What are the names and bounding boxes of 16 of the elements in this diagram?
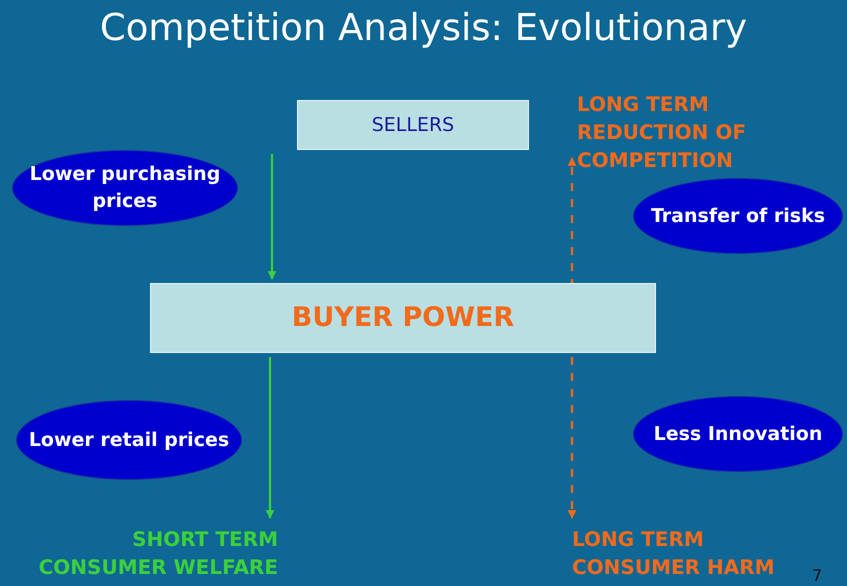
node-text: Transfer of risks <box>650 204 826 229</box>
label-box <box>297 100 529 150</box>
node-text: BUYER POWER <box>292 301 514 336</box>
arrow <box>268 154 276 280</box>
node-text: SELLERS <box>372 112 454 138</box>
node-text: Lower retail prices <box>28 428 230 453</box>
arrow <box>266 357 274 519</box>
page-number: 7 <box>812 566 822 585</box>
outcome-text: SHORT TERM CONSUMER WELFARE <box>38 526 278 581</box>
slide-title: Competition Analysis: Evolutionary <box>98 6 748 49</box>
label-box <box>150 283 656 353</box>
outcome-text: LONG TERM CONSUMER HARM <box>572 526 776 581</box>
arrow <box>568 357 576 519</box>
node-text: Less Innovation <box>654 422 822 447</box>
node-text: Lower purchasing prices <box>28 162 222 214</box>
outcome-text: LONG TERM REDUCTION OF COMPETITION <box>577 91 748 174</box>
